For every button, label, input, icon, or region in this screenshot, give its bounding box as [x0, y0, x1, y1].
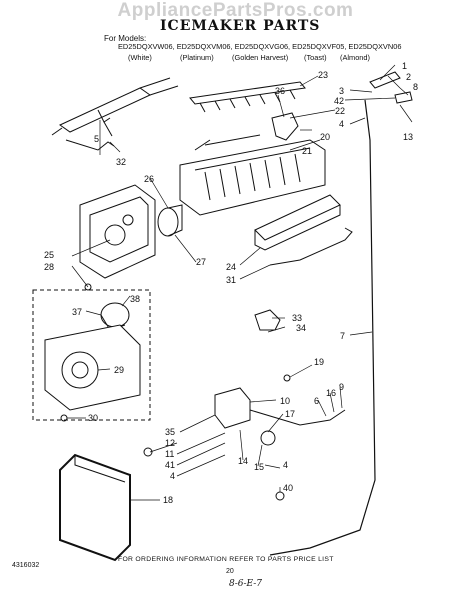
callout-4-right: 4: [283, 460, 289, 470]
ice-stripper-drawing: [189, 81, 306, 113]
callout-7: 7: [340, 331, 346, 341]
callout-24: 24: [226, 262, 237, 272]
front-cover-drawing: [59, 453, 131, 562]
callout-10: 10: [280, 396, 291, 406]
model-list: ED25DQXVW06, ED25DQXVM06, ED25DQXVG06, E…: [118, 42, 402, 51]
callout-2: 2: [406, 72, 412, 82]
fill-tube-wire-drawing: [269, 227, 353, 266]
callout-41: 41: [165, 460, 176, 470]
callout-4-top: 4: [339, 119, 345, 129]
callout-22: 22: [335, 106, 346, 116]
callout-15: 15: [254, 462, 265, 472]
color-platinum: (Platinum): [180, 53, 214, 62]
callout-32: 32: [116, 157, 127, 167]
ordering-footer: FOR ORDERING INFORMATION REFER TO PARTS …: [118, 556, 334, 563]
shutoff-arm-drawing: [65, 139, 115, 151]
callout-16: 16: [326, 388, 337, 398]
color-almond: (Almond): [340, 53, 370, 62]
callout-28: 28: [44, 262, 55, 272]
color-golden-harvest: (Golden Harvest): [232, 53, 289, 62]
wiring-harness-drawing: [51, 77, 179, 137]
callout-27: 27: [196, 257, 207, 267]
callout-20: 20: [320, 132, 331, 142]
callout-40: 40: [283, 483, 294, 493]
callout-13: 13: [403, 132, 414, 142]
screw-28-drawing: [84, 283, 92, 291]
callout-31: 31: [226, 275, 237, 285]
part-number: 4316032: [12, 562, 40, 569]
page-title: ICEMAKER PARTS: [160, 18, 321, 34]
callout-6: 6: [314, 396, 320, 406]
module-box-outline: [32, 289, 151, 421]
callout-30: 30: [88, 413, 99, 423]
watermark: AppliancePartsPros.com: [117, 0, 354, 21]
mounting-plate-drawing: [44, 324, 141, 411]
callout-17: 17: [285, 409, 296, 419]
callout-14: 14: [238, 456, 249, 466]
callout-4-left: 4: [170, 471, 176, 481]
screw-19-drawing: [283, 374, 291, 382]
page-number: 20: [226, 568, 234, 575]
callout-1: 1: [402, 61, 408, 71]
callout-8: 8: [413, 82, 419, 92]
nut-drawing: [394, 91, 413, 104]
callout-25: 25: [44, 250, 55, 260]
color-toast: (Toast): [304, 53, 327, 62]
bracket-drawing: [254, 309, 281, 331]
callout-37: 37: [72, 307, 83, 317]
mold-heater-shield-drawing: [254, 194, 341, 251]
water-valve-drawing: [214, 387, 346, 446]
screw-40-drawing: [275, 491, 285, 501]
control-housing-drawing: [79, 184, 156, 279]
grommet-12-drawing: [143, 447, 153, 457]
callout-42: 42: [334, 96, 345, 106]
bearing-drawing: [271, 112, 299, 141]
callout-9: 9: [339, 382, 345, 392]
handwritten-note: 8-6-E-7: [229, 579, 263, 589]
callout-11: 11: [165, 449, 175, 459]
callout-33: 33: [292, 313, 303, 323]
callout-3: 3: [339, 86, 345, 96]
callout-23: 23: [318, 70, 329, 80]
callout-21: 21: [302, 146, 313, 156]
water-line-drawing: [269, 99, 376, 556]
callout-26: 26: [144, 174, 155, 184]
callout-12: 12: [165, 438, 176, 448]
leader-lines: [67, 64, 413, 501]
ice-mold-drawing: [179, 134, 326, 216]
color-white: (White): [128, 53, 152, 62]
callout-34: 34: [296, 323, 307, 333]
callout-36: 36: [275, 86, 286, 96]
callout-5: 5: [94, 134, 100, 144]
callout-38: 38: [130, 294, 141, 304]
fill-cup-drawing: [369, 71, 401, 89]
motor-drawing: [157, 204, 183, 237]
for-models-label: For Models:: [104, 34, 147, 43]
callout-29: 29: [114, 365, 125, 375]
callout-19: 19: [314, 357, 325, 367]
callout-35: 35: [165, 427, 176, 437]
callout-18: 18: [163, 495, 174, 505]
